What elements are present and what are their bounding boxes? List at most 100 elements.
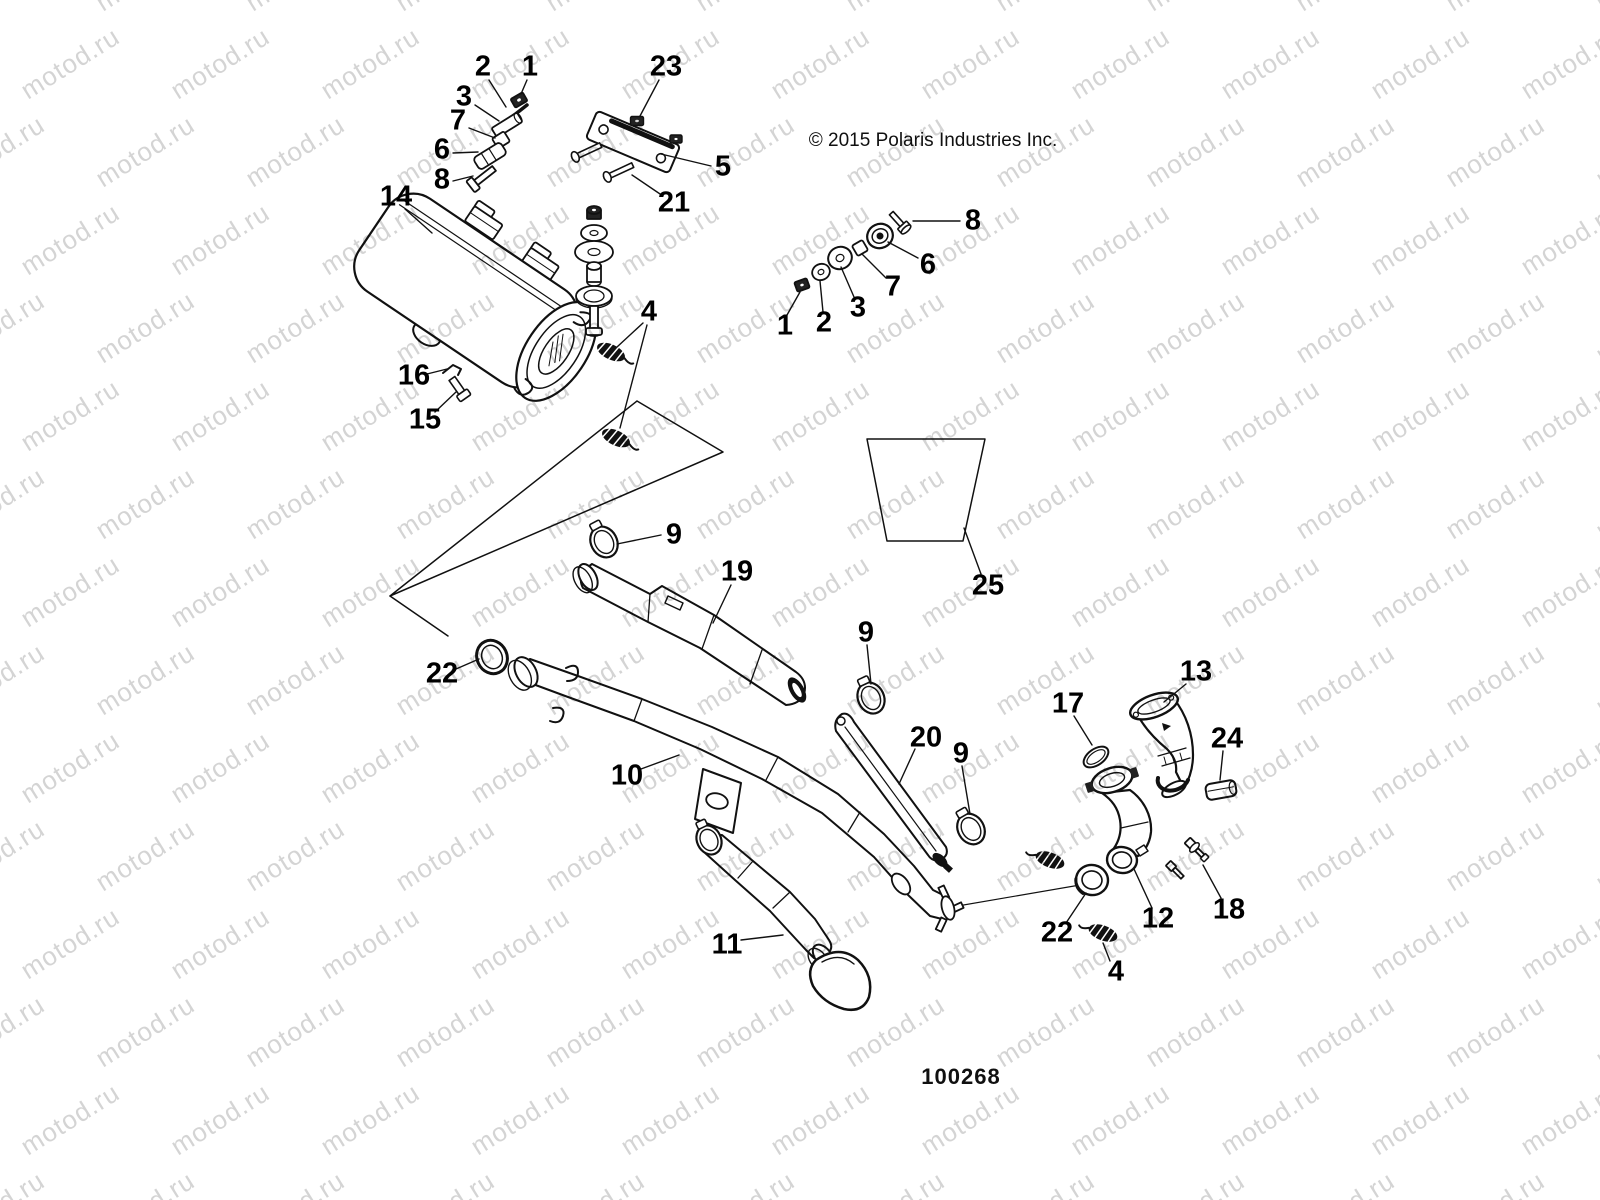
assembly-pointer [389, 400, 724, 637]
leader-line [840, 266, 855, 298]
screw-15 [448, 375, 472, 403]
leader-line [963, 527, 982, 575]
bolt-18 [1165, 860, 1185, 880]
leader-line [616, 322, 644, 348]
leader-line [819, 280, 824, 313]
heat-shield-20 [834, 712, 953, 873]
leader-line [887, 241, 919, 259]
callout-label-1: 1 [776, 309, 794, 342]
callout-label-2: 2 [474, 50, 492, 83]
washer [580, 224, 608, 242]
nut-23 [669, 134, 683, 144]
leader-line [631, 174, 664, 197]
leader-line [1163, 683, 1187, 703]
callout-label-1: 1 [521, 50, 539, 83]
callout-label-4: 4 [1107, 955, 1125, 988]
washer-large [827, 245, 853, 271]
hanger-bracket [694, 768, 742, 834]
spacer-slug-24 [1204, 779, 1238, 801]
leader-line [660, 153, 712, 167]
callout-label-22: 22 [1040, 916, 1074, 949]
callout-label-12: 12 [1141, 902, 1175, 935]
gasket-seal-22 [1074, 863, 1110, 897]
callout-label-24: 24 [1210, 722, 1244, 755]
muffler-end-cap [513, 300, 598, 402]
rear-header-pipe-12 [1085, 765, 1153, 875]
muffler-14 [353, 192, 598, 402]
exhaust-spring-4 [1078, 922, 1118, 943]
retainer-clip-16 [442, 364, 462, 376]
pipe-outlet-flange [934, 884, 965, 933]
callout-label-25: 25 [971, 569, 1005, 602]
callout-label-19: 19 [720, 555, 754, 588]
washer-large [574, 240, 614, 264]
leader-line [861, 253, 887, 279]
callout-label-3: 3 [849, 291, 867, 324]
leader-line [1219, 750, 1224, 781]
spacer [586, 261, 602, 287]
exhaust-spring-4 [600, 427, 640, 451]
pipe-dark-end [787, 677, 807, 703]
leader-line [452, 151, 479, 154]
leader-line [640, 754, 680, 770]
leader-line [474, 104, 500, 122]
callout-label-20: 20 [909, 721, 943, 754]
bolt-18 [1184, 837, 1210, 863]
copyright-text: © 2015 Polaris Industries Inc. [808, 130, 1058, 151]
bushing [866, 222, 894, 250]
spring-hook [565, 664, 579, 682]
leader-line [616, 534, 662, 545]
callout-label-8: 8 [433, 163, 451, 196]
leader-line [1133, 868, 1153, 909]
bolt [888, 210, 912, 235]
nut-23 [629, 115, 645, 127]
sleeve [491, 112, 523, 138]
exhaust-clamp-9 [955, 806, 986, 846]
leader-line [455, 658, 480, 670]
callout-label-7: 7 [884, 270, 902, 303]
callout-label-4: 4 [640, 295, 658, 328]
callout-label-8: 8 [964, 204, 982, 237]
callout-label-21: 21 [657, 186, 691, 219]
bolt [465, 165, 497, 193]
leader-line [1202, 864, 1222, 899]
mount-hardware-stack [574, 205, 614, 337]
leader-line [786, 291, 801, 316]
spring-hook [549, 706, 565, 724]
gasket-install-line [945, 884, 1081, 909]
screw [570, 142, 603, 163]
callout-label-13: 13 [1179, 655, 1213, 688]
washer [811, 262, 831, 282]
left-mount-hardware [465, 91, 529, 193]
leader-line [520, 79, 528, 95]
leader-line [961, 765, 971, 815]
bolt [585, 305, 603, 337]
exhaust-spring-4 [1025, 849, 1065, 870]
o-ring-17 [1082, 745, 1110, 769]
leader-line [452, 175, 474, 182]
callout-label-6: 6 [919, 248, 937, 281]
callout-label-9: 9 [665, 518, 683, 551]
leader-line [712, 584, 732, 624]
flanged-bushing [575, 285, 613, 309]
front-header-pipe-10 [507, 656, 965, 933]
callout-label-9: 9 [952, 737, 970, 770]
pipe-outlet-tip [808, 950, 872, 1011]
catalyst-flange [1129, 691, 1179, 721]
shield-decal-25 [866, 438, 986, 542]
callout-label-10: 10 [610, 759, 644, 792]
right-mount-hardware [793, 210, 912, 293]
callout-label-3: 3 [455, 80, 473, 113]
leader-line [434, 391, 457, 413]
callout-label-23: 23 [649, 50, 683, 83]
bushing [473, 142, 507, 170]
spacer [851, 239, 869, 257]
mid-pipe-19 [572, 563, 807, 706]
callout-label-9: 9 [857, 616, 875, 649]
leader-line [1073, 715, 1093, 746]
callout-label-16: 16 [397, 359, 431, 392]
spring-hook [513, 378, 534, 396]
mount-bracket-5 [570, 110, 683, 183]
leader-line [1102, 942, 1111, 962]
